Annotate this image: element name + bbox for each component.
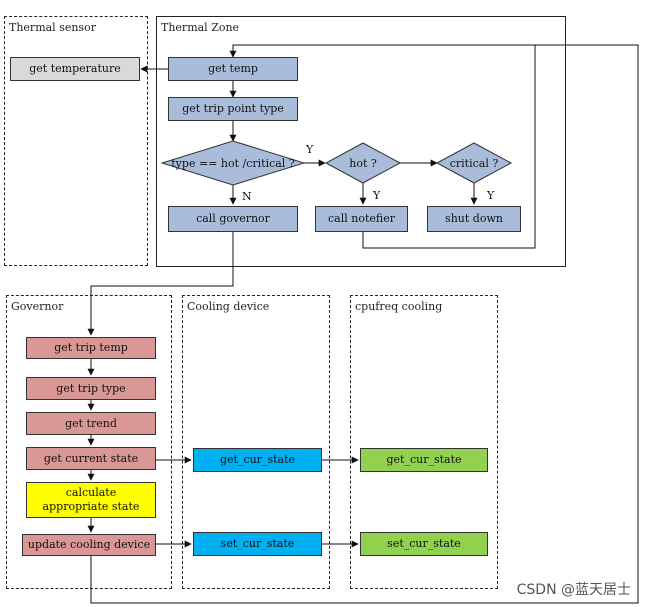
thermal-zone-frame: Thermal Zone [156,16,566,267]
edge-update-loop [90,44,639,604]
get-temp-node: get temp [168,57,298,81]
critical-decision-diamond [435,142,513,184]
critical-decision-text: critical ? [450,157,499,170]
label-hot-yes: Y [372,189,381,202]
governor-title: Governor [11,300,64,313]
call-notefier-node: call notefier [315,206,408,232]
update-cooling-device-node: update cooling device [22,534,156,556]
cpufreq-cooling-title: cpufreq cooling [355,300,443,313]
hot-decision-diamond [324,142,402,184]
shut-down-node: shut down [427,206,521,232]
label-critical-yes: Y [486,189,495,202]
type-decision-diamond [160,140,306,186]
get-trip-type-node: get trip type [26,377,156,400]
call-governor-node: call governor [168,206,298,232]
get-temperature-node: get temperature [10,57,140,81]
edge-notefier-loop [229,44,536,249]
hot-decision-text: hot ? [349,157,377,170]
get-trip-point-type-node: get trip point type [168,97,298,121]
cpufreq-cooling-frame: cpufreq cooling [350,295,498,589]
thermal-sensor-frame: Thermal sensor [4,16,148,266]
cpu-get-cur-state-node: get_cur_state [360,448,488,472]
calculate-appropriate-state-node: calculate appropriate state [26,482,156,518]
thermal-sensor-title: Thermal sensor [9,21,96,34]
cd-get-cur-state-node: get_cur_state [193,448,322,472]
cooling-device-title: Cooling device [187,300,270,313]
get-current-state-node: get current state [26,447,156,470]
label-type-no: N [242,190,252,203]
cpu-set-cur-state-node: set_cur_state [360,532,488,556]
cd-set-cur-state-node: set_cur_state [193,532,322,556]
get-trend-node: get trend [26,412,156,435]
label-type-yes: Y [305,143,314,156]
csdn-watermark: CSDN @蓝天居士 [516,582,631,598]
get-trip-temp-node: get trip temp [26,337,156,359]
governor-frame: Governor [6,295,172,589]
cooling-device-frame: Cooling device [182,295,330,589]
thermal-zone-title: Thermal Zone [161,21,240,34]
type-decision-text: type == hot /critical ? [171,157,295,170]
edge-governor-entry [87,232,234,336]
